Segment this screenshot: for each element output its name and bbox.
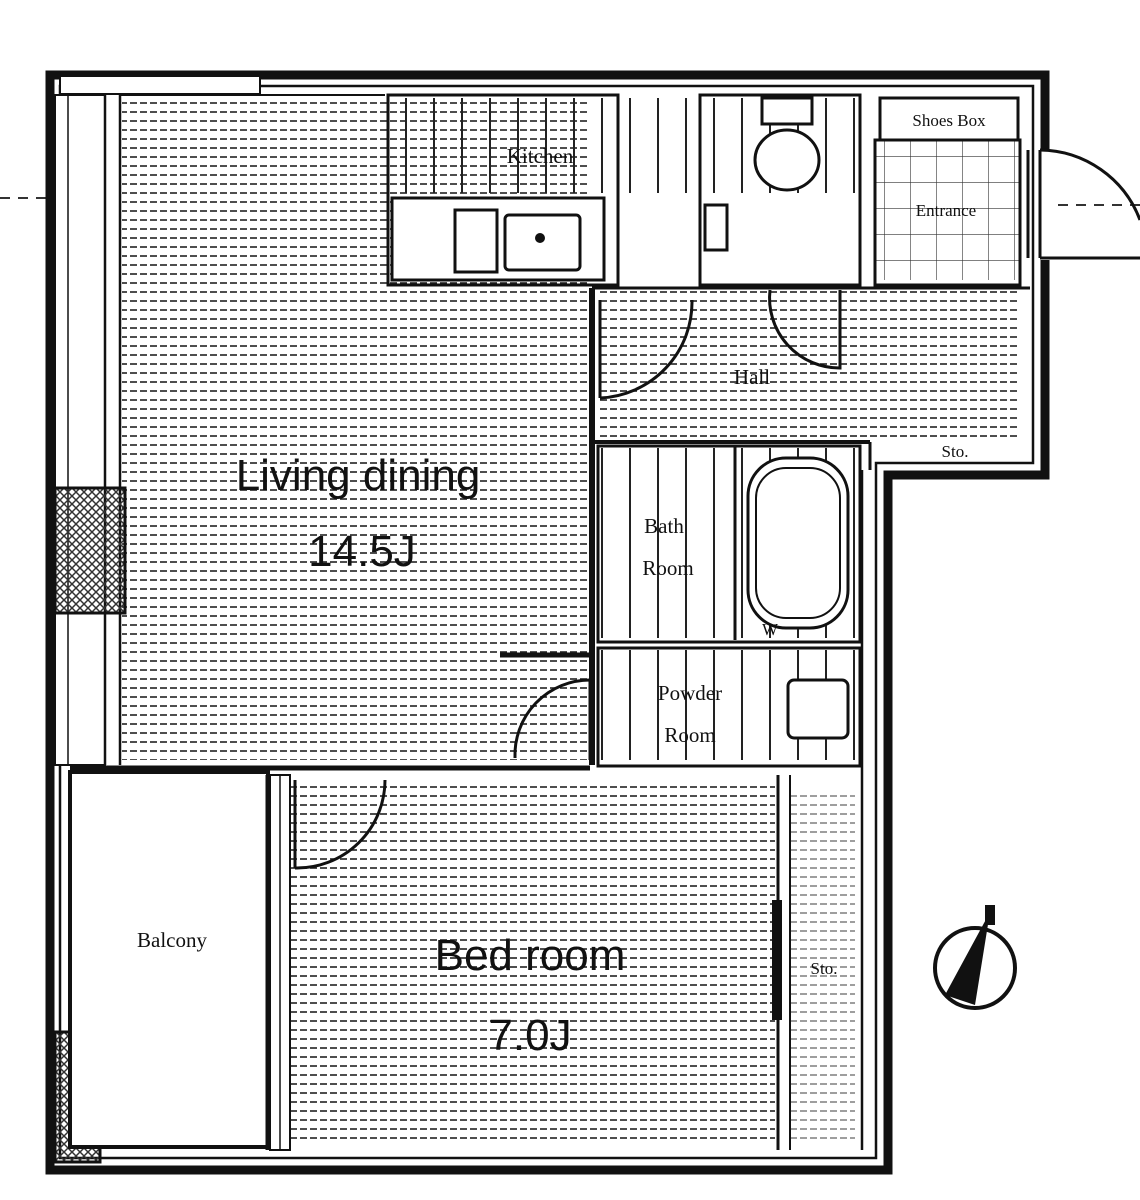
outer-wall (45, 70, 1050, 1175)
powder-room-label-2: Room (664, 723, 715, 747)
toilet-bowl-icon (753, 128, 821, 192)
door-swing-hall-right (768, 289, 842, 370)
door-swing-living (513, 678, 592, 760)
powder-room-label-1: Powder (658, 681, 722, 705)
bed-room-size: 7.0J (488, 1011, 571, 1060)
column-left (53, 486, 127, 615)
kitchen-block (386, 93, 620, 287)
entrance-label: Entrance (916, 201, 976, 220)
left-window-strip (54, 94, 106, 766)
bed-room-floor (285, 780, 775, 1145)
entrance-floor (875, 140, 1020, 280)
bathtub-icon (746, 456, 850, 630)
shoes-box (878, 96, 1020, 142)
storage-bed-label: Sto. (811, 959, 838, 978)
hall-floor (598, 290, 1020, 438)
top-window-frame (59, 75, 261, 95)
wc-block (698, 93, 862, 287)
entrance-door-swing (1039, 148, 1140, 221)
kitchen-label: Kitchen (507, 144, 574, 168)
washer-icon (786, 678, 850, 740)
bed-room-label: Bed room (435, 931, 626, 980)
door-swing-hall-left (598, 299, 694, 400)
wc-sink-icon (703, 203, 729, 252)
balcony (68, 770, 270, 1149)
sink-icon (503, 213, 582, 272)
north-compass-icon (933, 905, 1017, 1010)
washer-mark: W (762, 620, 779, 639)
hall-label: Hall (734, 365, 770, 389)
living-dining-floor (122, 95, 587, 760)
bath-room-label-1: Bath (644, 514, 684, 538)
powder-room (596, 646, 862, 768)
entrance (873, 138, 1022, 287)
bath-room-label-2: Room (642, 556, 693, 580)
storage-bed-floor (790, 790, 855, 1145)
bath-room (596, 444, 862, 644)
storage-hall-label: Sto. (942, 442, 969, 461)
toilet-tank-icon (760, 96, 814, 126)
door-swing-bed-room (293, 779, 387, 870)
shoes-box-label: Shoes Box (912, 111, 986, 130)
balcony-label: Balcony (137, 928, 207, 952)
stove-icon (453, 208, 499, 274)
living-dining-size: 14.5J (308, 527, 416, 576)
living-dining-label: Living dining (236, 451, 481, 500)
